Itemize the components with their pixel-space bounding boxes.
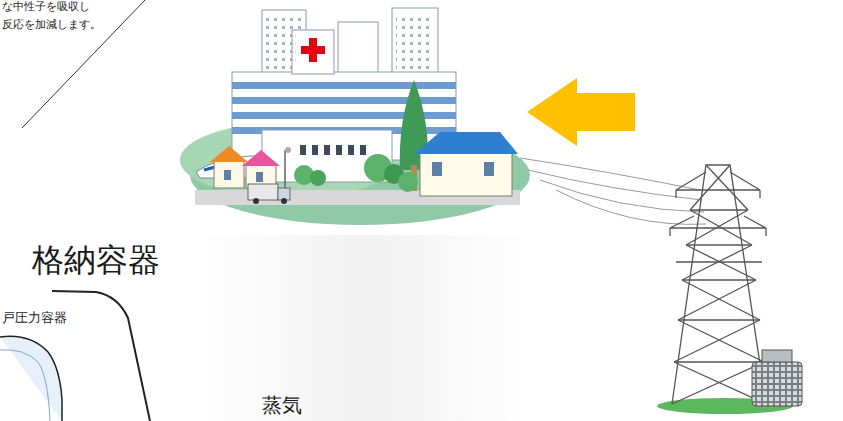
background-panel bbox=[200, 235, 530, 421]
pressure-vessel-inner bbox=[0, 350, 50, 421]
power-line bbox=[520, 158, 706, 224]
part-name: 格納容器 bbox=[32, 242, 160, 279]
part-name: 戸圧力容器 bbox=[2, 311, 67, 326]
transformer bbox=[752, 350, 802, 406]
note-text: な中性子を吸収し bbox=[2, 1, 90, 14]
flow-arrow bbox=[527, 78, 635, 146]
note-text: 反応を加減します。 bbox=[2, 19, 101, 32]
city-illustration bbox=[180, 8, 530, 225]
pressure-vessel bbox=[0, 336, 62, 421]
part-name: 蒸気 bbox=[262, 394, 302, 417]
